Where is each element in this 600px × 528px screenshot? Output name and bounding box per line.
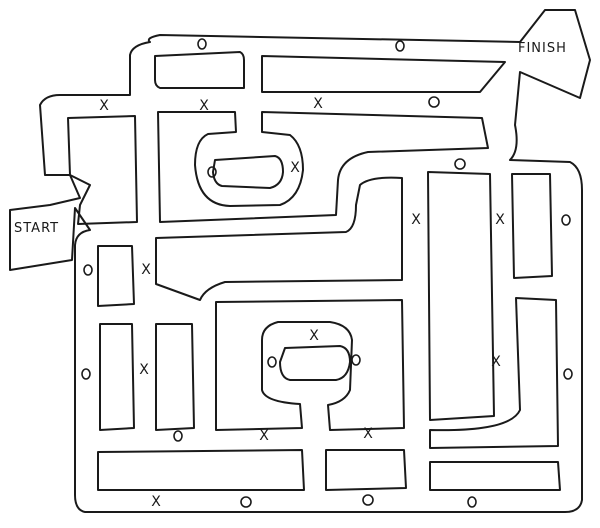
x-marker: X <box>141 262 151 278</box>
x-marker: X <box>313 96 323 112</box>
x-marker: X <box>411 212 421 228</box>
o-marker <box>563 368 573 380</box>
maze-wall-center-tall <box>427 171 495 421</box>
maze-wall-lower-center <box>215 299 405 431</box>
o-marker <box>351 354 361 366</box>
o-marker <box>197 38 207 50</box>
maze-wall-left-lower <box>97 245 135 307</box>
maze-wall-left-corridor <box>67 115 138 225</box>
maze-wall-lower-left-1 <box>99 323 135 431</box>
x-marker: X <box>151 494 161 510</box>
maze-wall-lower-right <box>429 297 559 449</box>
x-marker: X <box>363 426 373 442</box>
maze-wall-bottom-mid <box>325 449 407 491</box>
maze-outer-wall <box>9 9 591 513</box>
maze-wall-center-left <box>157 111 489 223</box>
o-marker <box>561 214 571 226</box>
maze-wall-top-left <box>154 51 245 89</box>
o-marker <box>207 166 217 178</box>
maze-wall-bottom-right <box>429 461 561 491</box>
x-marker: X <box>259 428 269 444</box>
start-label: START <box>14 221 59 236</box>
o-marker <box>240 496 252 508</box>
o-marker <box>362 494 374 506</box>
o-marker <box>428 96 440 108</box>
o-marker <box>395 40 405 52</box>
x-marker: X <box>99 98 109 114</box>
o-markers <box>81 38 573 508</box>
o-marker <box>454 158 466 170</box>
finish-label: FINISH <box>518 41 567 56</box>
x-marker: X <box>491 354 501 370</box>
maze-wall-center-ring <box>212 155 284 189</box>
maze-wall-lower-ring <box>279 345 351 381</box>
x-marker: X <box>199 98 209 114</box>
x-marker: X <box>139 362 149 378</box>
o-marker <box>467 496 477 508</box>
o-marker <box>83 264 93 276</box>
maze-wall-right-strip <box>511 173 553 279</box>
o-marker <box>173 430 183 442</box>
x-marker: X <box>495 212 505 228</box>
x-marker: X <box>290 160 300 176</box>
x-marker: X <box>309 328 319 344</box>
maze-wall-top-right <box>261 55 506 93</box>
maze-wall-lower-left-2 <box>155 323 195 431</box>
maze-wall-bottom-left <box>97 449 305 491</box>
maze-wall-middle-block <box>155 176 403 301</box>
o-marker <box>267 356 277 368</box>
o-marker <box>81 368 91 380</box>
x-markers: X X X X X X X X X X X X X <box>99 96 505 510</box>
